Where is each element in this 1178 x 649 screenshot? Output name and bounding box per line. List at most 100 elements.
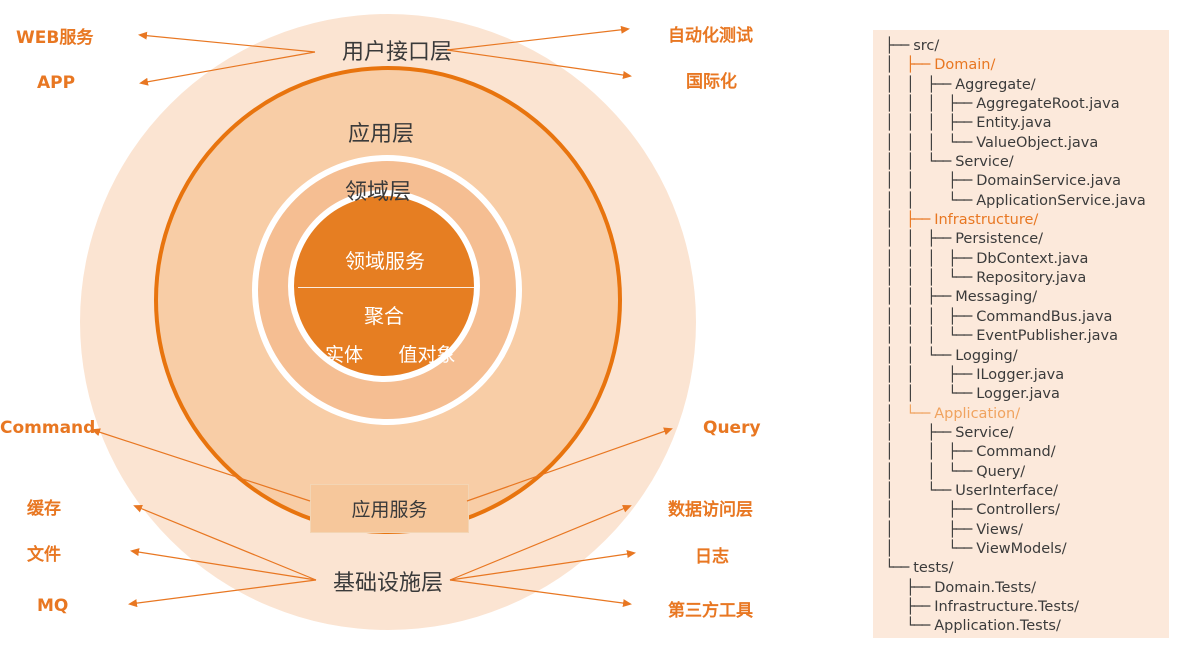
- application-layer-label: 应用层: [347, 122, 415, 147]
- tree-pipe: │: [885, 57, 894, 74]
- tree-pipe: │: [927, 270, 936, 287]
- label-log: 日志: [695, 547, 729, 567]
- aggregate-label: 聚合: [364, 304, 404, 328]
- tree-pipe: │: [885, 540, 894, 557]
- application-service-box: 应用服务: [310, 484, 469, 533]
- tree-item-label: Persistence/: [955, 231, 1044, 248]
- tree-item-label: Service/: [955, 424, 1014, 441]
- tree-connector: ├──: [948, 366, 972, 383]
- core-divider-line: [298, 287, 474, 288]
- tree-connector: ├──: [885, 38, 909, 54]
- tree-pipe: │: [906, 250, 915, 267]
- tree-pipe: │: [885, 212, 894, 229]
- tree-pipe: │: [885, 482, 894, 499]
- tree-connector: └──: [948, 270, 972, 287]
- tree-pipe: │: [927, 96, 936, 113]
- tree-item-label: Infrastructure.Tests/: [934, 598, 1080, 615]
- tree-line: ││├──Persistence/: [885, 230, 1169, 249]
- tree-item-label: ViewModels/: [976, 540, 1067, 557]
- tree-item-label: Application/: [934, 405, 1021, 422]
- tree-line: │││├──AggregateRoot.java: [885, 95, 1169, 114]
- label-automated-test: 自动化测试: [668, 26, 753, 46]
- domain-core-circle: [288, 190, 480, 382]
- tree-connector: ├──: [948, 521, 972, 538]
- user-interface-layer-label: 用户接口层: [341, 40, 453, 65]
- tree-line: │ ├──Domain/: [885, 56, 1169, 75]
- tree-pipe: │: [927, 250, 936, 267]
- tree-item-label: tests/: [913, 560, 954, 577]
- tree-item-label: Controllers/: [976, 502, 1060, 519]
- label-third-party-tools: 第三方工具: [668, 601, 753, 621]
- tree-pipe: │: [927, 115, 936, 132]
- tree-connector: ├──: [927, 76, 951, 93]
- tree-item-label: Domain/: [934, 57, 996, 74]
- tree-connector: └──: [906, 618, 930, 635]
- tree-line: ││├──ILogger.java: [885, 366, 1169, 385]
- tree-line: ├──src/: [885, 37, 1169, 56]
- tree-item-label: UserInterface/: [955, 482, 1059, 499]
- tree-line: │ └──UserInterface/: [885, 482, 1169, 501]
- tree-line: │││└──ValueObject.java: [885, 134, 1169, 153]
- tree-pipe: │: [885, 366, 894, 383]
- tree-line: ├──Domain.Tests/: [885, 579, 1169, 598]
- domain-service-label: 领域服务: [345, 249, 425, 273]
- label-query: Query: [703, 418, 761, 438]
- tree-pipe: │: [885, 328, 894, 345]
- tree-item-label: Domain.Tests/: [934, 579, 1037, 596]
- tree-line: ││├──DomainService.java: [885, 172, 1169, 191]
- tree-item-label: Entity.java: [976, 115, 1052, 132]
- tree-pipe: │: [906, 96, 915, 113]
- tree-pipe: │: [906, 154, 915, 171]
- value-object-label: 值对象: [398, 344, 456, 366]
- tree-pipe: │: [885, 502, 894, 519]
- tree-pipe: │: [906, 347, 915, 364]
- tree-pipe: │: [885, 76, 894, 93]
- tree-pipe: │: [885, 134, 894, 151]
- tree-pipe: │: [906, 289, 915, 306]
- label-data-access-layer: 数据访问层: [668, 500, 753, 520]
- label-file: 文件: [27, 545, 61, 565]
- label-mq: MQ: [37, 596, 69, 616]
- tree-line: │ │ │ └──Repository.java: [885, 269, 1169, 288]
- tree-pipe: │: [885, 386, 894, 403]
- tree-pipe: │: [906, 308, 915, 325]
- entity-label: 实体: [324, 344, 364, 366]
- tree-line: └──Application.Tests/: [885, 617, 1169, 636]
- tree-connector: └──: [927, 482, 951, 499]
- tree-line: ││├──Command/: [885, 443, 1169, 462]
- tree-line: │├──Infrastructure/: [885, 211, 1169, 230]
- tree-line: ├──Infrastructure.Tests/: [885, 598, 1169, 617]
- tree-connector: └──: [948, 328, 972, 345]
- tree-connector: └──: [927, 154, 951, 171]
- tree-pipe: │: [885, 308, 894, 325]
- tree-pipe: │: [885, 115, 894, 132]
- tree-item-label: ApplicationService.java: [976, 192, 1146, 209]
- tree-pipe: │: [906, 173, 915, 190]
- tree-item-label: DomainService.java: [976, 173, 1122, 190]
- tree-connector: └──: [885, 560, 909, 577]
- tree-pipe: │: [885, 250, 894, 267]
- tree-line: │││├──Entity.java: [885, 114, 1169, 133]
- tree-connector: ├──: [948, 115, 972, 132]
- tree-connector: ├──: [906, 57, 930, 74]
- tree-connector: ├──: [927, 231, 951, 248]
- tree-item-label: Repository.java: [976, 270, 1087, 287]
- tree-line: │└──Application/: [885, 405, 1169, 424]
- tree-line: │ ├──Controllers/: [885, 501, 1169, 520]
- tree-connector: ├──: [948, 502, 972, 519]
- label-cache: 缓存: [27, 499, 61, 519]
- tree-line: │││├──DbContext.java: [885, 250, 1169, 269]
- tree-line: ││├──Messaging/: [885, 288, 1169, 307]
- tree-pipe: │: [906, 270, 915, 287]
- tree-pipe: │: [927, 308, 936, 325]
- tree-item-label: DbContext.java: [976, 250, 1089, 267]
- tree-pipe: │: [906, 366, 915, 383]
- tree-pipe: │: [885, 192, 894, 209]
- tree-line: ││└──Service/: [885, 153, 1169, 172]
- tree-connector: └──: [948, 463, 972, 480]
- tree-pipe: │: [885, 270, 894, 287]
- tree-pipe: │: [885, 444, 894, 461]
- tree-connector: ├──: [948, 308, 972, 325]
- tree-item-label: Aggregate/: [955, 76, 1036, 93]
